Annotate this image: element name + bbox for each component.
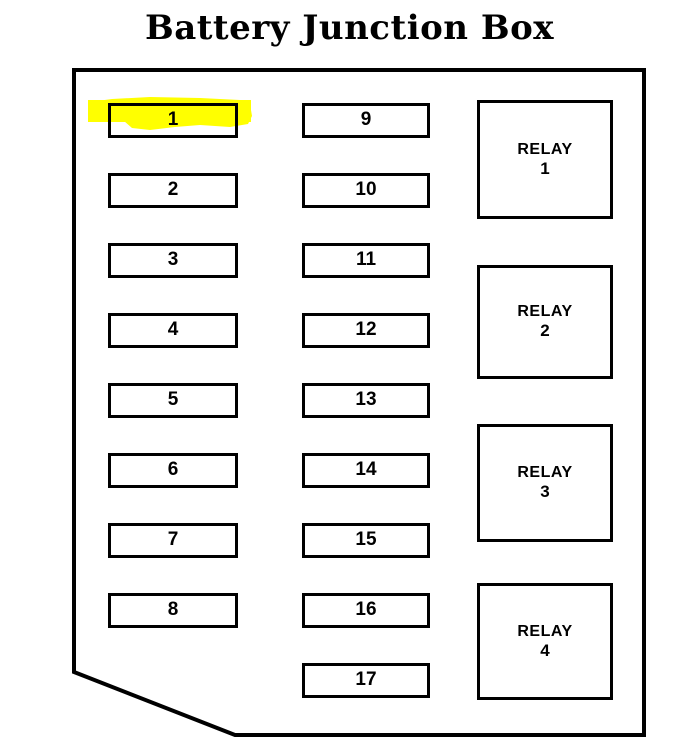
fuse-cell-13[interactable]: 13 — [302, 383, 430, 418]
fuse-cell-9[interactable]: 9 — [302, 103, 430, 138]
fuse-label: 8 — [167, 599, 179, 620]
fuse-label: 6 — [167, 459, 179, 480]
fuse-cell-5[interactable]: 5 — [108, 383, 238, 418]
fuse-cell-7[interactable]: 7 — [108, 523, 238, 558]
fuse-label: 2 — [167, 179, 179, 200]
relay-word: RELAY — [517, 140, 573, 158]
relay-number: 3 — [540, 482, 550, 502]
fuse-label: 15 — [355, 529, 377, 550]
fuse-cell-17[interactable]: 17 — [302, 663, 430, 698]
relay-cell-4[interactable]: RELAY 4 — [477, 583, 613, 700]
fuse-label: 4 — [167, 319, 179, 340]
relay-number: 2 — [540, 321, 550, 341]
relay-word: RELAY — [517, 622, 573, 640]
fuse-cell-14[interactable]: 14 — [302, 453, 430, 488]
fuse-label: 7 — [167, 529, 179, 550]
fuse-cell-3[interactable]: 3 — [108, 243, 238, 278]
fuse-label: 9 — [360, 109, 372, 130]
fuse-label: 10 — [355, 179, 377, 200]
fuse-cell-12[interactable]: 12 — [302, 313, 430, 348]
fuse-label: 17 — [355, 669, 377, 690]
relay-cell-3[interactable]: RELAY 3 — [477, 424, 613, 542]
fuse-label: 11 — [355, 249, 377, 270]
page-title: Battery Junction Box — [144, 8, 555, 48]
fuse-cell-4[interactable]: 4 — [108, 313, 238, 348]
relay-number: 4 — [540, 640, 550, 660]
fuse-label: 1 — [167, 109, 179, 130]
relay-cell-1[interactable]: RELAY 1 — [477, 100, 613, 219]
fuse-cell-1[interactable]: 1 — [108, 103, 238, 138]
fuse-cell-15[interactable]: 15 — [302, 523, 430, 558]
fuse-cell-2[interactable]: 2 — [108, 173, 238, 208]
fuse-cell-6[interactable]: 6 — [108, 453, 238, 488]
fuse-cell-8[interactable]: 8 — [108, 593, 238, 628]
fuse-label: 5 — [167, 389, 179, 410]
fuse-cell-10[interactable]: 10 — [302, 173, 430, 208]
fuse-cell-16[interactable]: 16 — [302, 593, 430, 628]
fuse-cell-11[interactable]: 11 — [302, 243, 430, 278]
fuse-label: 3 — [167, 249, 179, 270]
relay-cell-2[interactable]: RELAY 2 — [477, 265, 613, 379]
fuse-label: 13 — [355, 389, 377, 410]
fuse-label: 12 — [355, 319, 377, 340]
relay-word: RELAY — [517, 464, 573, 482]
relay-word: RELAY — [517, 303, 573, 321]
relay-number: 1 — [540, 158, 550, 178]
fuse-label: 16 — [355, 599, 377, 620]
fuse-label: 14 — [355, 459, 377, 480]
